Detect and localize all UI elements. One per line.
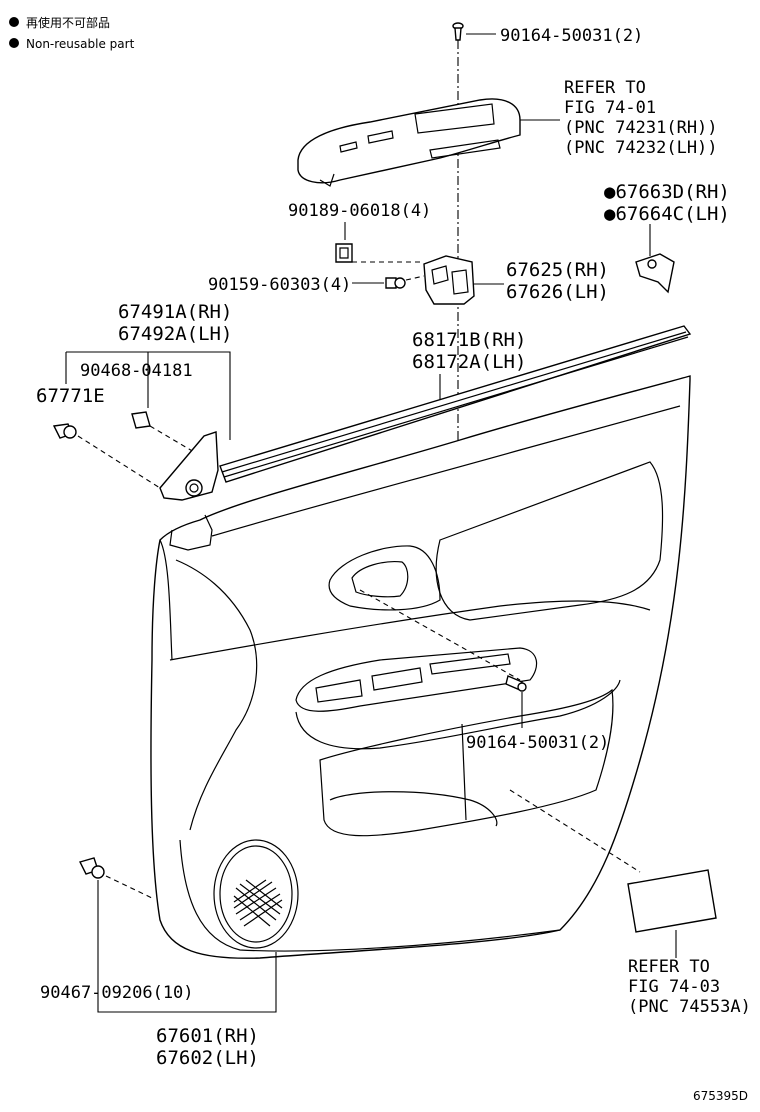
legend: 再使用不可部品 Non-reusable part <box>9 15 135 51</box>
refer-74-03-line3: (PNC 74553A) <box>628 997 751 1017</box>
label-panel-lh: 67602(LH) <box>156 1047 259 1069</box>
figure-id: 675395D <box>693 1089 748 1103</box>
clip-90467-icon <box>78 857 105 879</box>
label-clip-90189: 90189-06018(4) <box>288 201 431 221</box>
weatherstrip-part <box>219 325 692 483</box>
label-weatherstrip-lh: 68172A(LH) <box>412 351 526 373</box>
label-cover-rh: 67491A(RH) <box>118 301 232 323</box>
label-pad-lh: ●67664C(LH) <box>604 203 730 225</box>
pad-part <box>635 253 675 294</box>
dash-clip-67771-to-cover <box>77 435 161 489</box>
dash-panel-to-refer-74-03 <box>509 789 641 873</box>
legend-en-text: Non-reusable part <box>26 37 135 51</box>
leader-clip-and-panel <box>97 880 277 1013</box>
refer-74-01-line2: FIG 74-01 <box>564 98 656 118</box>
label-pad-rh: ●67663D(RH) <box>604 181 730 203</box>
screw-top-icon <box>452 22 464 41</box>
label-clip-90468: 90468-04181 <box>80 361 193 381</box>
label-clip-67771: 67771E <box>36 385 105 407</box>
dash-clip-90467-to-panel <box>105 875 153 899</box>
door-panel-part <box>150 375 691 959</box>
refer-74-03-line1: REFER TO <box>628 957 710 977</box>
clip-90189-icon <box>335 243 353 263</box>
screw-90159-icon <box>385 277 406 289</box>
label-screw-top: 90164-50031(2) <box>500 26 643 46</box>
ornament-part <box>627 869 717 933</box>
label-weatherstrip-rh: 68171B(RH) <box>412 329 526 351</box>
cover-part <box>159 431 219 501</box>
refer-74-01-block: REFER TO FIG 74-01 (PNC 74231(RH)) (PNC … <box>564 78 718 158</box>
dash-clip-90468-to-cover <box>149 425 195 453</box>
clip-90468-icon <box>131 411 151 429</box>
screw-mid-icon <box>505 675 527 692</box>
refer-74-01-line4: (PNC 74232(LH)) <box>564 138 718 158</box>
dash-handle-to-screw <box>359 589 521 681</box>
label-cover-lh: 67492A(LH) <box>118 323 232 345</box>
refer-74-03-line2: FIG 74-03 <box>628 977 720 997</box>
clip-67771-icon <box>52 423 77 439</box>
leader-cover <box>66 351 231 440</box>
label-screw-90159: 90159-60303(4) <box>208 275 351 295</box>
refer-74-01-line3: (PNC 74231(RH)) <box>564 118 718 138</box>
label-screw-mid: 90164-50031(2) <box>466 733 609 753</box>
label-bracket-rh: 67625(RH) <box>506 259 609 281</box>
non-reusable-bullet-icon <box>9 17 19 27</box>
speaker-grille-outline <box>213 839 299 949</box>
dash-screw-to-bracket <box>405 275 425 281</box>
refer-74-01-line1: REFER TO <box>564 78 646 98</box>
label-bracket-lh: 67626(LH) <box>506 281 609 303</box>
non-reusable-bullet-icon <box>9 38 19 48</box>
bracket-part <box>423 255 475 305</box>
label-panel-rh: 67601(RH) <box>156 1025 259 1047</box>
legend-jp-text: 再使用不可部品 <box>26 15 110 30</box>
switch-base-part <box>297 98 521 187</box>
refer-74-03-block: REFER TO FIG 74-03 (PNC 74553A) <box>628 957 751 1017</box>
speaker-mesh <box>233 879 283 927</box>
label-clip-90467: 90467-09206(10) <box>40 983 194 1003</box>
